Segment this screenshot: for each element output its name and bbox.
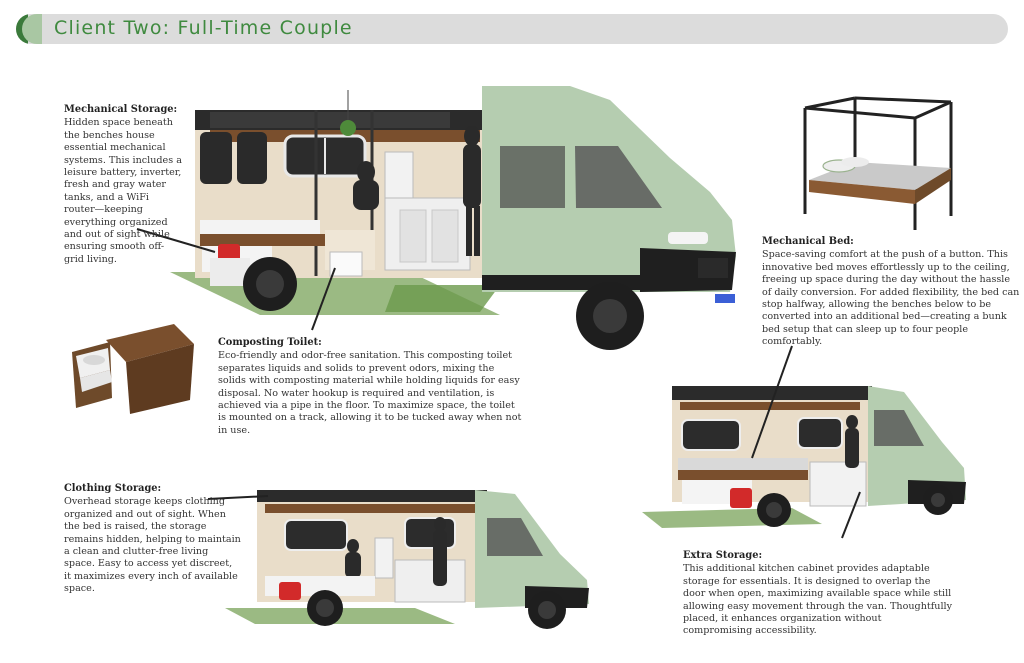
extra-storage-body: This additional kitchen cabinet provides… bbox=[683, 563, 953, 637]
clothing-storage-body: Overhead storage keeps clothing organize… bbox=[64, 496, 241, 595]
clothing-storage-van-illustration bbox=[225, 490, 589, 629]
clothing-storage-leader bbox=[207, 495, 269, 500]
mechanical-bed-leader bbox=[751, 345, 793, 459]
page-title: Client Two: Full-Time Couple bbox=[54, 17, 353, 39]
mechanical-bed-heading: Mechanical Bed: bbox=[762, 236, 854, 247]
extra-storage-leader bbox=[841, 491, 861, 539]
mechanical-storage-heading: Mechanical Storage: bbox=[64, 104, 178, 115]
mechanical-bed-callout: Mechanical Bed: Space-saving comfort at … bbox=[762, 236, 1020, 349]
composting-toilet-heading: Composting Toilet: bbox=[218, 337, 322, 348]
composting-toilet-body: Eco-friendly and odor-free sanitation. T… bbox=[218, 350, 522, 436]
mechanical-storage-body: Hidden space beneath the benches house e… bbox=[64, 117, 182, 265]
mechanical-storage-callout: Mechanical Storage: Hidden space beneath… bbox=[64, 104, 182, 266]
mechanical-bed-body: Space-saving comfort at the push of a bu… bbox=[762, 249, 1020, 348]
clothing-storage-callout: Clothing Storage: Overhead storage keeps… bbox=[64, 483, 242, 596]
composting-toilet-callout: Composting Toilet: Eco-friendly and odor… bbox=[218, 337, 522, 437]
main-van-illustration bbox=[170, 86, 736, 350]
clothing-storage-heading: Clothing Storage: bbox=[64, 483, 162, 494]
mechanical-storage-leader bbox=[136, 228, 216, 253]
banner-accent bbox=[16, 14, 46, 44]
composting-toilet-leader bbox=[311, 267, 336, 331]
mechanical-bed-frame-illustration bbox=[803, 96, 953, 230]
extra-storage-heading: Extra Storage: bbox=[683, 550, 763, 561]
title-banner: Client Two: Full-Time Couple bbox=[16, 14, 1008, 44]
extra-storage-callout: Extra Storage: This additional kitchen c… bbox=[683, 550, 953, 638]
composting-toilet-cabinet-illustration bbox=[72, 324, 194, 414]
extra-storage-van-illustration bbox=[642, 386, 966, 528]
